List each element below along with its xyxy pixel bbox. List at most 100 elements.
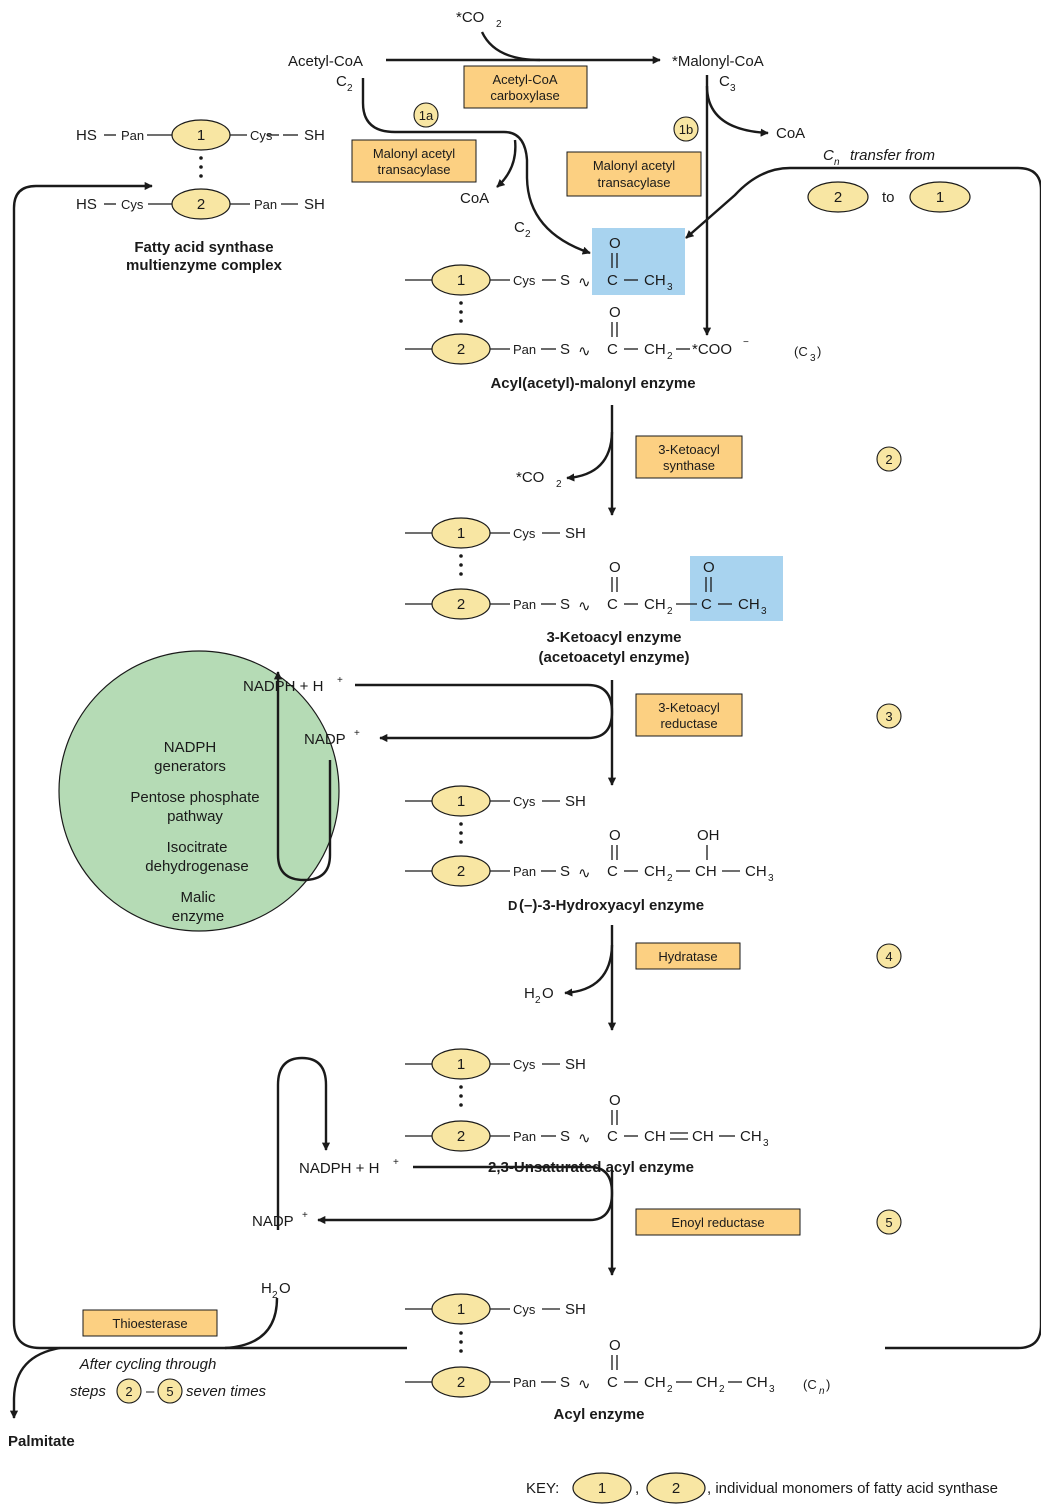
ketoacyl-synthase-line2: synthase — [663, 458, 715, 473]
cn-transfer-n: n — [834, 157, 840, 168]
c-atom: C — [607, 272, 618, 289]
nadph-from-generators — [276, 1056, 331, 1230]
o-atom: O — [609, 827, 621, 844]
sh-label: SH — [565, 1056, 586, 1073]
transacylase-right-line1: Malonyl acetyl — [593, 158, 675, 173]
c3-tag-sub: 3 — [810, 353, 816, 364]
co2-in-arrow — [480, 31, 541, 62]
complex-label-line2: multienzyme complex — [126, 257, 283, 274]
ch2-sub: 2 — [719, 1384, 725, 1395]
monomer-1-label: 1 — [457, 272, 465, 289]
step-2-label: 2 — [125, 1384, 132, 1399]
ch3-group: CH — [740, 1128, 762, 1145]
ketoacyl-synthase-line1: 3-Ketoacyl — [658, 442, 720, 457]
thioester-tilde: ∿ — [578, 274, 591, 291]
monomer-2-label: 2 — [457, 863, 465, 880]
coa-right-label: CoA — [776, 125, 805, 142]
monomer-1 — [171, 119, 231, 151]
monomer-1-label: 1 — [457, 525, 465, 542]
s-atom: S — [560, 341, 570, 358]
monomer-2-label: 2 — [197, 196, 205, 213]
sh-label: SH — [565, 1301, 586, 1318]
o-atom: O — [609, 1092, 621, 1109]
link-dot — [459, 831, 463, 835]
link-dot — [459, 822, 463, 826]
nadp-to-generators — [273, 671, 332, 882]
ch2-sub: 2 — [667, 351, 673, 362]
generators-line5: Isocitrate — [167, 839, 228, 856]
ketoacyl-synthase-box — [635, 435, 743, 479]
link-dot — [459, 572, 463, 576]
cycling-steps-word: steps — [70, 1383, 106, 1400]
hydratase-label: Hydratase — [658, 949, 717, 964]
acetyl-coa-c-sub: 2 — [347, 83, 353, 94]
h2o-out-h: H — [524, 985, 535, 1002]
ketoacyl-label-line1: 3-Ketoacyl enzyme — [546, 629, 681, 646]
intermediate-hydroxyacyl: 1 Cys SH 2 Pan S ∿ O C CH 2 OH CH CH 3 D… — [405, 785, 774, 914]
sh-label: SH — [565, 525, 586, 542]
generators-line6: dehydrogenase — [145, 858, 248, 875]
nadp-step3-sup: + — [354, 728, 360, 739]
h2o-out-sub: 2 — [535, 995, 541, 1006]
oh-group: OH — [697, 827, 720, 844]
o-atom: O — [703, 559, 715, 576]
monomer-2-label: 2 — [457, 1128, 465, 1145]
sh-label-2: SH — [304, 196, 325, 213]
monomer-1-label: 1 — [457, 1056, 465, 1073]
nadph-step3-sup: + — [337, 675, 343, 686]
ch3-sub: 3 — [769, 1384, 775, 1395]
link-dot — [459, 554, 463, 558]
thioesterase-label: Thioesterase — [112, 1316, 187, 1331]
step-1a-circle — [413, 102, 439, 128]
monomer-1-label: 1 — [197, 127, 205, 144]
h2o-in-h: H — [261, 1280, 272, 1297]
pan-label: Pan — [121, 128, 144, 143]
c2-sub: 2 — [525, 229, 531, 240]
cycling-note: After cycling through steps 2 – 5 seven … — [8, 1356, 267, 1450]
ch2-sub: 2 — [667, 606, 673, 617]
water-in-thioesterase — [224, 1297, 279, 1350]
step-2-circle — [876, 446, 902, 472]
ketoacyl-reductase-line2: reductase — [660, 716, 717, 731]
co2-out-sub: 2 — [556, 479, 562, 490]
nadph-in-step5 — [317, 1165, 614, 1225]
monomer-2-label: 2 — [834, 189, 842, 206]
ch3-group: CH — [746, 1374, 768, 1391]
step-5-circle — [876, 1209, 902, 1235]
cn-transfer-c: C — [823, 147, 834, 164]
intermediate-ketoacyl: 1 Cys SH 2 Pan S ∿ O C CH 2 O C CH 3 3-K… — [405, 517, 767, 666]
enzyme-boxes: Acetyl-CoA carboxylase Malonyl acetyl tr… — [82, 65, 801, 1337]
o-atom: O — [609, 1337, 621, 1354]
link-dot — [459, 1103, 463, 1107]
cn-tag-close: ) — [826, 1377, 830, 1392]
step-markers: 1a 1b 2 3 4 5 — [413, 102, 902, 1235]
generators-line7: Malic — [180, 889, 216, 906]
ch-group: CH — [644, 1128, 666, 1145]
ch3-group: CH — [738, 596, 760, 613]
monomer-1-label: 1 — [457, 793, 465, 810]
ch2-group: CH — [644, 341, 666, 358]
o-atom: O — [609, 559, 621, 576]
link-dot — [459, 563, 463, 567]
cys-label: Cys — [513, 526, 536, 541]
acetyl-transfer-path — [361, 78, 591, 255]
c-atom: C — [607, 341, 618, 358]
pan-label: Pan — [513, 1129, 536, 1144]
generators-line2: generators — [154, 758, 226, 775]
generators-text: NADPH generators Pentose phosphate pathw… — [130, 739, 259, 925]
cys-label: Cys — [513, 1302, 536, 1317]
link-dot — [199, 174, 203, 178]
ch2-group: CH — [644, 863, 666, 880]
pan-label-2: Pan — [254, 197, 277, 212]
complex-label-line1: Fatty acid synthase — [134, 239, 273, 256]
h2o-release-arrow — [564, 944, 614, 997]
co2-label: *CO — [456, 9, 484, 26]
c-atom: C — [607, 863, 618, 880]
coa-release-right — [705, 85, 769, 137]
s-atom: S — [560, 863, 570, 880]
link-dot — [199, 156, 203, 160]
acetyl-highlight — [592, 228, 685, 295]
link-dot — [459, 1094, 463, 1098]
cys-label: Cys — [513, 794, 536, 809]
